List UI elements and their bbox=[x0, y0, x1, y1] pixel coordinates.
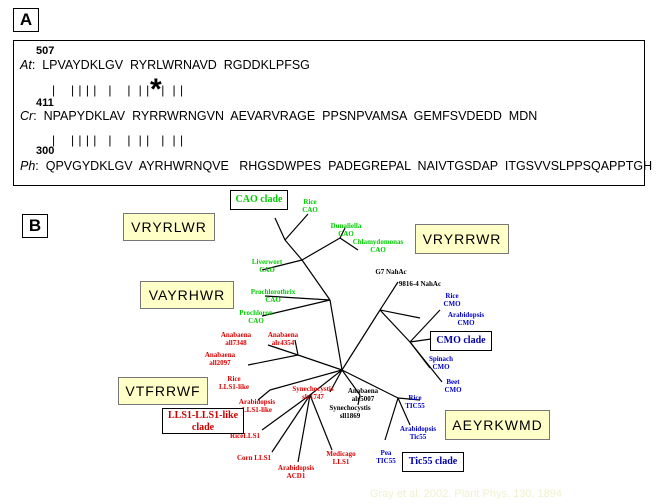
motif-box-vtfrrwf: VTFRRWF bbox=[118, 377, 208, 405]
clade-box-cao: CAO clade bbox=[230, 190, 288, 210]
leaf-label-corn-lls1: Corn LLS1 bbox=[237, 454, 272, 462]
sequence-row-cr: Cr: NPAPYDKLAV RYRRWRNGVN AEVARVRAGE PPS… bbox=[20, 109, 537, 123]
sequence-alignment-box: * 507 At: LPVAYDKLGV RYRLWRNAVD RGDDKLPF… bbox=[13, 40, 652, 186]
motif-box-vayrhwr: VAYRHWR bbox=[140, 281, 234, 309]
position-label-ph: 300 bbox=[36, 145, 55, 157]
position-label-cr: 411 bbox=[36, 97, 54, 109]
sequence-text: : QPVGYDKLGV AYRHWRNQVE RHGSDWPES PADEGR… bbox=[35, 159, 653, 173]
clade-box-cmo: CMO clade bbox=[430, 331, 492, 351]
motif-box-vryrlwr: VRYRLWR bbox=[123, 213, 215, 241]
conserved-residue-asterisk: * bbox=[150, 73, 162, 106]
sequence-text: : NPAPYDKLAV RYRRWRNGVN AEVARVRAGE PPSNP… bbox=[33, 109, 538, 123]
citation-text: Gray et al. 2002. Plant Phys. 130, 1894 bbox=[370, 488, 563, 500]
sequence-text: : LPVAYDKLGV RYRLWRNAVD RGDDKLPFSG bbox=[31, 58, 310, 72]
motif-box-aeyrkwmd: AEYRKWMD bbox=[445, 410, 550, 440]
position-label-at: 507 bbox=[36, 45, 55, 57]
leaf-label-rice-lls1: RiceLLS1 bbox=[230, 432, 260, 440]
panel-b-label: B bbox=[22, 214, 48, 238]
panel-a-label: A bbox=[13, 8, 39, 32]
sequence-row-at: At: LPVAYDKLGV RYRLWRNAVD RGDDKLPFSG bbox=[20, 58, 310, 72]
identity-bars-cr-ph: | | | | | | | | | | | | bbox=[52, 133, 184, 147]
clade-box-lls1: LLS1-LLS1-like clade bbox=[162, 408, 244, 434]
tree-leaf-labels: RiceCAOArabidopsisCAODunaliellaCAOChlamy… bbox=[205, 196, 485, 480]
identity-bars-at-cr: | | | | | | | | | | | | bbox=[52, 83, 184, 97]
leaf-label-9816-nahac: 9816-4 NahAc bbox=[399, 280, 441, 288]
sequence-row-ph: Ph: QPVGYDKLGV AYRHWRNQVE RHGSDWPES PADE… bbox=[20, 159, 652, 173]
species-label: Ph bbox=[20, 159, 36, 173]
motif-box-vryrrwr: VRYRRWR bbox=[415, 224, 509, 254]
species-label: Cr bbox=[20, 109, 34, 123]
clade-box-tic55: Tic55 clade bbox=[402, 452, 464, 472]
leaf-label-g7-nahac: G7 NahAc bbox=[375, 268, 406, 276]
species-label: At bbox=[20, 58, 32, 72]
tree-branches bbox=[247, 213, 443, 463]
